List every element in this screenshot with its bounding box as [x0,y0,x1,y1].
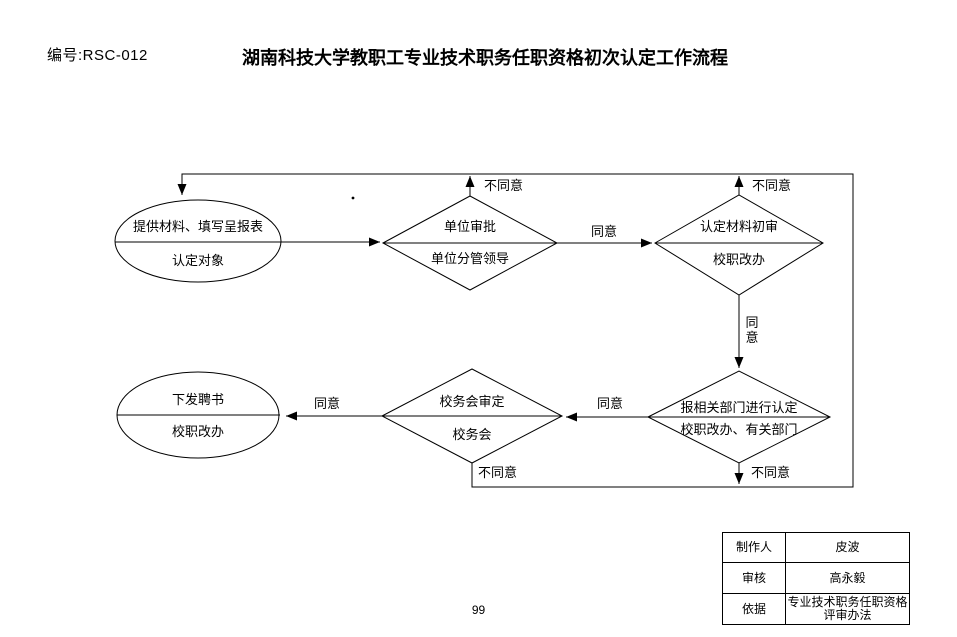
node-start-line1: 提供材料、填写呈报表 [133,219,263,234]
node-council-approval-line2: 校务会 [452,427,491,442]
signature-table: 制作人 皮波 审核 高永毅 依据 专业技术职务任职资格评审办法 [722,532,910,625]
label-agree-dept-to-council: 同意 [597,396,623,411]
edge-feedback-loop [177,173,854,488]
node-unit-approval-line2: 单位分管领导 [431,251,509,266]
label-agree-vertical-char1: 同 [745,315,758,330]
page-number: 99 [471,603,486,617]
node-unit-approval-line1: 单位审批 [444,219,496,234]
label-disagree-council: 不同意 [478,465,517,480]
table-cell-value: 皮波 [785,533,909,562]
node-issue-letter-line1: 下发聘书 [172,392,224,407]
node-start-shape [114,199,282,283]
doc-number: 编号:RSC-012 [47,47,148,64]
page-title: 湖南科技大学教职工专业技术职务任职资格初次认定工作流程 [242,48,728,68]
label-disagree-material-review: 不同意 [752,178,791,193]
label-agree-unit-to-review: 同意 [591,224,617,239]
table-cell-value: 高永毅 [785,562,909,593]
node-dept-determination-line1: 报相关部门进行认定 [680,400,797,415]
node-material-review-shape [654,194,824,296]
node-material-review-line2: 校职改办 [713,252,765,267]
node-council-approval-line1: 校务会审定 [439,394,504,409]
node-material-review-line1: 认定材料初审 [700,219,778,234]
node-start-line2: 认定对象 [172,253,224,268]
node-dept-determination-line2: 校职改办、有关部门 [680,422,797,437]
table-cell-value: 专业技术职务任职资格评审办法 [785,593,909,624]
stray-dot [351,196,355,200]
label-disagree-unit-approval: 不同意 [484,178,523,193]
label-agree-council-to-issue: 同意 [314,396,340,411]
table-cell-label: 审核 [723,562,785,593]
table-cell-label: 制作人 [735,540,772,554]
table-cell-label: 依据 [723,593,785,624]
label-agree-vertical-char2: 意 [745,330,758,345]
label-disagree-dept: 不同意 [751,465,790,480]
node-issue-letter-line2: 校职改办 [172,424,224,439]
